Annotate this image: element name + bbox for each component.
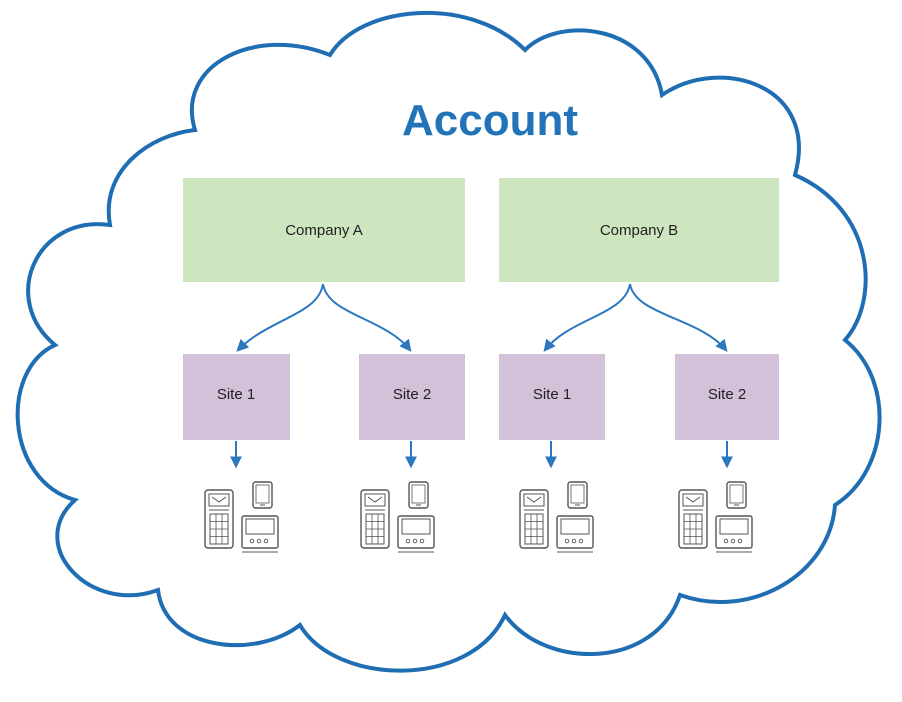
company-b-box — [499, 178, 779, 282]
connector-b-site1 — [543, 283, 631, 352]
site-label-a1: Site 1 — [217, 386, 255, 403]
site-box-a2 — [359, 354, 465, 440]
diagram-title: Account — [402, 96, 578, 145]
connector-a-site2 — [322, 283, 412, 352]
connector-a-site1 — [236, 283, 324, 352]
site-box-b2 — [675, 354, 779, 440]
site-label-b1: Site 1 — [533, 386, 571, 403]
company-a-connectors — [236, 283, 412, 352]
site-box-b1 — [499, 354, 605, 440]
site-box-a1 — [183, 354, 290, 440]
company-b-label: Company B — [600, 222, 678, 239]
connector-b-site2 — [629, 283, 728, 352]
company-a-label: Company A — [285, 222, 363, 239]
company-b-connectors — [543, 283, 728, 352]
site-label-a2: Site 2 — [393, 386, 431, 403]
site-label-b2: Site 2 — [708, 386, 746, 403]
company-a-box — [183, 178, 465, 282]
site-device-arrows — [230, 441, 733, 469]
